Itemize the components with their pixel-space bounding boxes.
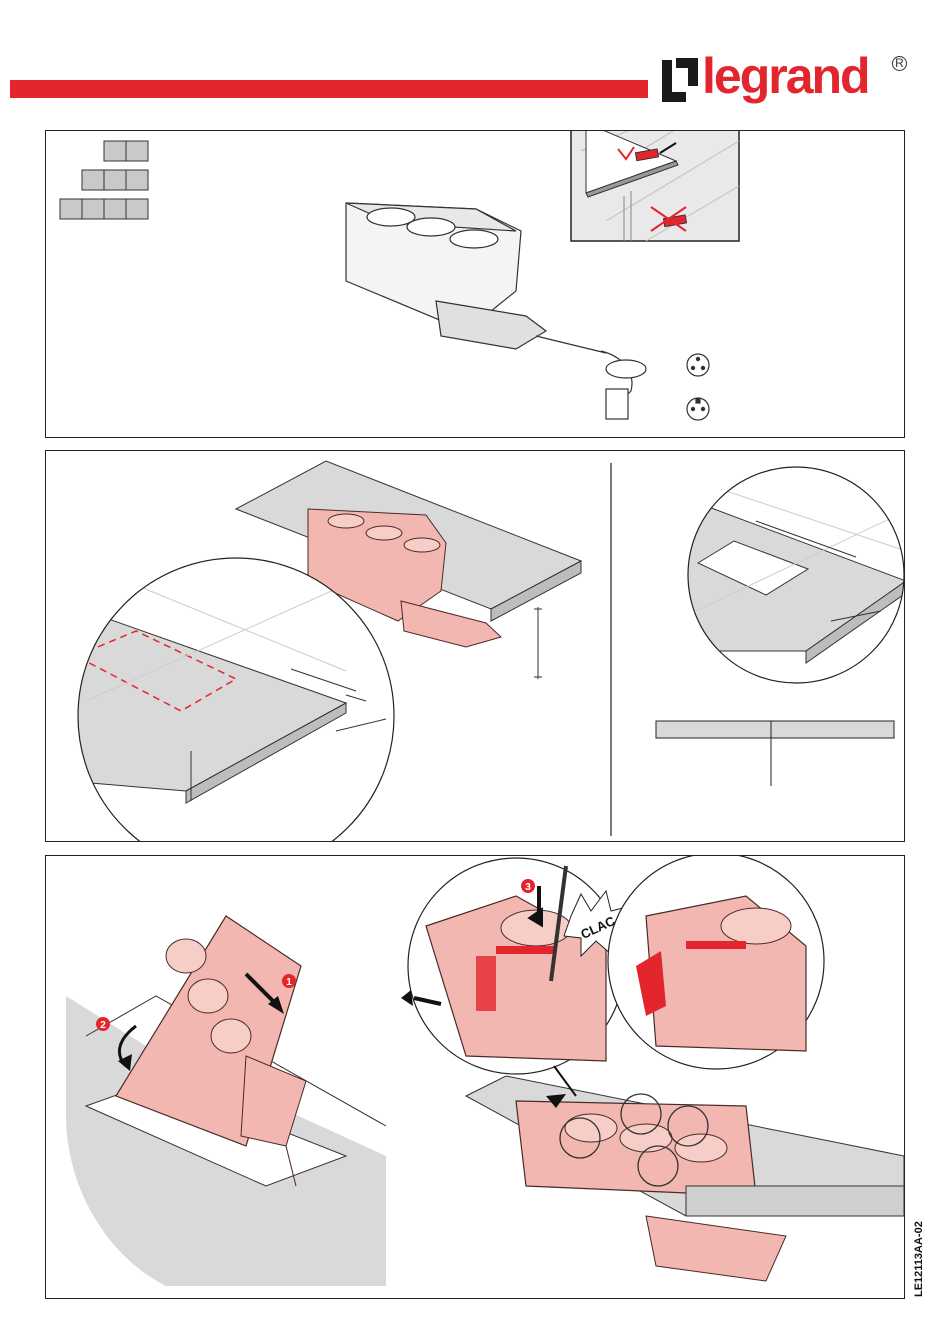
legrand-logo: legrand R [660, 52, 910, 108]
svg-text:3: 3 [525, 882, 531, 893]
cutout-dimensions-illustration [46, 451, 904, 841]
installation-illustration: 1 2 [46, 856, 904, 1298]
module-size-grid [60, 141, 148, 219]
zoom-detail-right [608, 856, 824, 1069]
cutout-detail-right [646, 461, 904, 691]
insertion-step-drawing [66, 916, 386, 1286]
svg-text:2: 2 [100, 1020, 106, 1031]
step-badge-1: 1 [282, 974, 296, 988]
desk-inset [571, 131, 739, 241]
svg-text:1: 1 [286, 977, 292, 988]
panel-installation: 1 2 [45, 855, 905, 1299]
dimension-table [656, 721, 894, 786]
logo-wordmark: legrand [702, 48, 869, 104]
step-badge-3: 3 [521, 879, 535, 893]
registered-mark: R [892, 56, 907, 71]
installed-block-drawing [466, 1076, 904, 1281]
panel-product-overview [45, 130, 905, 438]
zoom-detail-left [401, 858, 624, 1074]
socket-type-symbols [687, 354, 709, 420]
legrand-logo-icon [660, 56, 700, 102]
panel-cutout-dimensions [45, 450, 905, 842]
step-badge-2: 2 [96, 1017, 110, 1031]
product-overview-illustration [46, 131, 904, 437]
document-reference: LE12113AA-02 [913, 1221, 925, 1297]
header-red-bar [10, 80, 648, 98]
